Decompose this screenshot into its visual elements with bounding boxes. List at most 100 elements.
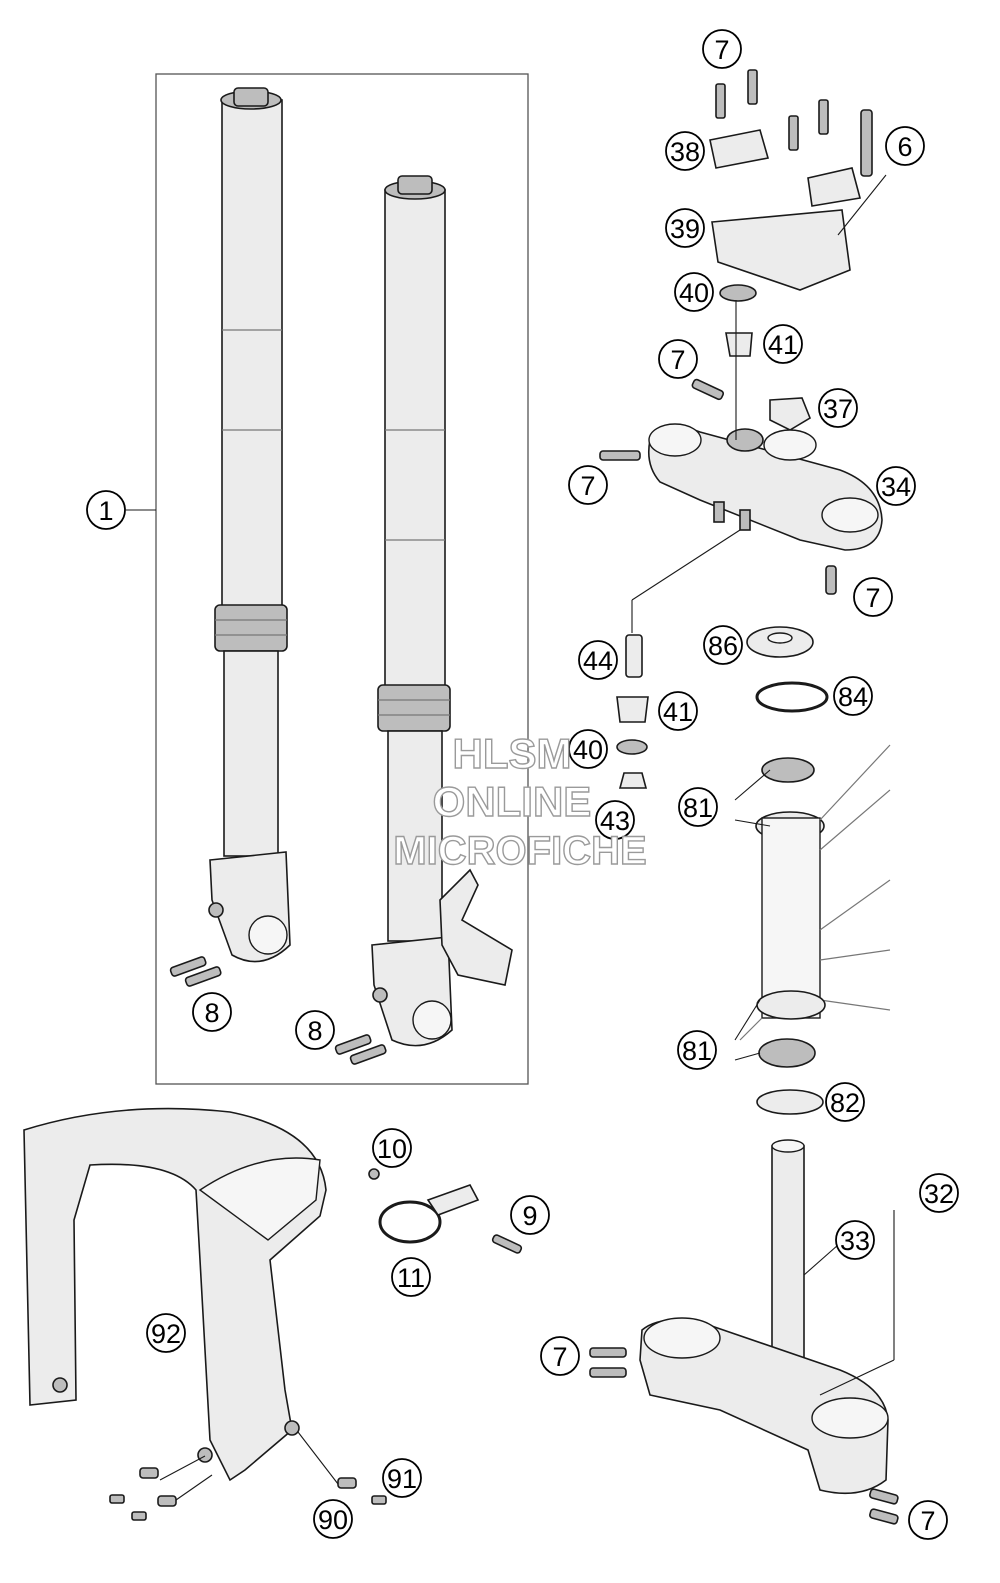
callout-82: 82 [825,1082,865,1122]
seal-82 [756,1089,824,1115]
svg-text:44: 44 [583,646,613,676]
svg-text:40: 40 [573,735,603,765]
svg-text:82: 82 [830,1088,860,1118]
callout-7-top: 7 [702,29,742,69]
svg-text:33: 33 [840,1226,870,1256]
hose-clamp-assembly [368,1168,523,1254]
svg-text:37: 37 [823,394,853,424]
svg-text:6: 6 [897,132,912,162]
svg-text:32: 32 [924,1179,954,1209]
callout-7-mid-left: 7 [568,465,608,505]
svg-text:11: 11 [397,1263,425,1293]
svg-text:7: 7 [714,35,729,65]
svg-text:9: 9 [522,1201,537,1231]
callout-1: 1 [86,490,126,530]
callout-9: 9 [510,1195,550,1235]
watermark-line-3: MICROFICHE [393,829,646,873]
callout-11: 11 [391,1257,431,1297]
callout-84: 84 [833,676,873,716]
dust-cover-86-hole [767,632,793,644]
svg-text:7: 7 [552,1342,567,1372]
svg-text:90: 90 [318,1505,348,1535]
svg-text:39: 39 [670,214,700,244]
svg-text:86: 86 [708,631,738,661]
callout-7-mid-right: 7 [853,577,893,617]
callout-40-top: 40 [674,272,714,312]
svg-text:43: 43 [600,806,630,836]
callout-37: 37 [818,388,858,428]
callout-90: 90 [313,1499,353,1539]
fender-screws-90 [109,1467,387,1521]
handlebar-clamp-bolts [715,69,873,177]
svg-text:81: 81 [682,1036,712,1066]
svg-text:41: 41 [768,330,798,360]
watermark: HLSM ONLINE MICROFICHE [393,729,648,873]
callout-81-top: 81 [678,787,718,827]
seal-ring-84 [755,681,829,713]
svg-text:38: 38 [670,137,700,167]
callout-6: 6 [885,126,925,166]
left-fork-leg [208,87,291,963]
bushing-41-mid [616,696,649,723]
svg-text:84: 84 [838,682,868,712]
nut-43 [618,772,648,789]
svg-text:34: 34 [881,472,911,502]
svg-text:40: 40 [679,278,709,308]
callout-86: 86 [703,625,743,665]
washer-40-top [719,284,757,302]
callout-92: 92 [146,1313,186,1353]
callout-7-bottom-right: 7 [908,1500,948,1540]
bolts-7-lower-clamp [589,1347,899,1525]
screws-item-8-left [169,956,222,987]
svg-text:81: 81 [683,793,713,823]
callout-33: 33 [835,1220,875,1260]
frame-head-tube [739,744,891,1041]
callout-39: 39 [665,208,705,248]
svg-text:92: 92 [151,1319,181,1349]
pin-44 [625,634,643,678]
callout-8-right: 8 [295,1010,335,1050]
callout-34: 34 [876,466,916,506]
callout-7-upper-left: 7 [658,339,698,379]
svg-text:7: 7 [920,1506,935,1536]
svg-text:41: 41 [663,697,693,727]
svg-text:91: 91 [387,1464,417,1494]
watermark-line-2: ONLINE [433,778,592,825]
svg-text:7: 7 [670,345,685,375]
bearing-81-top [761,757,815,783]
front-fender [23,1107,327,1482]
watermark-line-1: HLSM [453,730,572,777]
steering-stem-assembly [639,1139,889,1495]
upper-triple-clamp [647,423,883,551]
callout-7-lower-left: 7 [540,1336,580,1376]
handlebar-clamp-lower [711,209,851,291]
callout-38: 38 [665,131,705,171]
bolt-7-lower-right [825,565,837,595]
handlebar-clamp-upper [709,129,861,207]
svg-text:7: 7 [865,583,880,613]
right-fork-leg [371,175,513,1047]
washer-40-mid [616,739,648,755]
fork-group-box [155,73,529,1085]
callout-43: 43 [595,800,635,840]
callout-41-top: 41 [763,324,803,364]
svg-text:8: 8 [307,1016,322,1046]
leader-lines [126,174,895,1501]
svg-text:7: 7 [580,471,595,501]
callout-44: 44 [578,640,618,680]
callout-32: 32 [919,1173,959,1213]
nut-37 [769,397,811,431]
callout-10: 10 [372,1128,412,1168]
callout-91: 91 [382,1458,422,1498]
svg-text:1: 1 [98,496,113,526]
bushing-41-top [725,332,753,357]
callout-41-mid: 41 [658,691,698,731]
svg-text:8: 8 [204,998,219,1028]
bolt-7-mid [599,450,641,461]
callout-8-left: 8 [192,992,232,1032]
callout-81-bottom: 81 [677,1030,717,1070]
svg-text:10: 10 [377,1134,407,1164]
screws-item-8-right [334,1034,387,1065]
callout-40-mid: 40 [568,729,608,769]
